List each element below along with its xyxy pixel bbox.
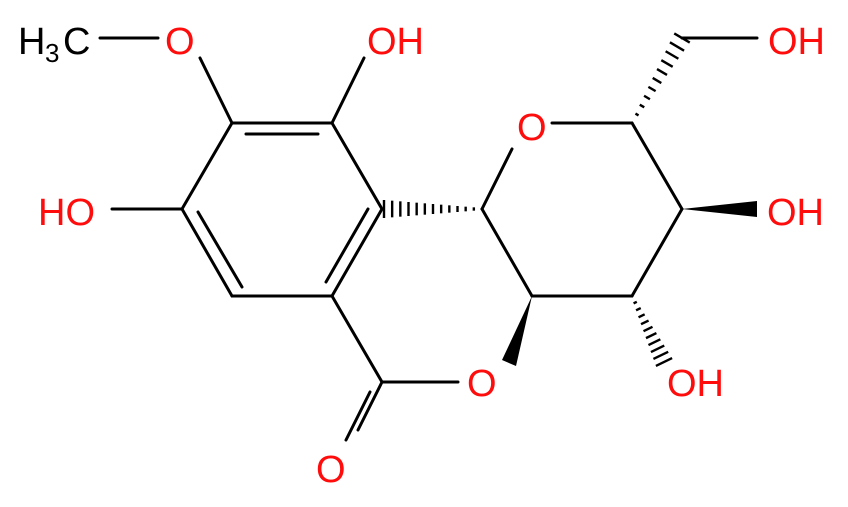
stereo-hash-c4-oh-hash-line [645, 331, 657, 340]
stereo-hash-c4-oh-hash-line [647, 338, 661, 347]
bond-c6a-c6 [330, 294, 384, 384]
stereo-bond-layer [382, 32, 757, 368]
hydroxyl-c4-label: OH [667, 363, 724, 405]
pyran-oxygen-label: O [517, 107, 547, 149]
stereo-hash-c4-oh-hash-line [630, 294, 634, 298]
stereo-hash-c4-oh-hash-line [640, 319, 650, 326]
stereo-hash-c2-ch2-hash-line [643, 94, 651, 101]
bond-c10a-c10 [330, 121, 384, 211]
stereo-hash-c2-ch2 [630, 32, 691, 125]
bond-c8-c7 [180, 207, 234, 298]
stereo-hash-c2-ch2-hash-line [634, 112, 640, 117]
bond-c10b-o-pyran [480, 147, 514, 211]
bond-c6-o-carbonyl-a [356, 380, 384, 432]
stereo-hash-c4-oh-hash-line [652, 350, 669, 361]
stereo-hash-c4-oh-hash-line [650, 344, 665, 354]
bond-c6a-c10a-inner [324, 207, 370, 284]
methyl-h-label: H [18, 21, 45, 63]
stereo-wedge-c4a-o [502, 296, 532, 366]
stereo-hash-c4-oh-hash-line [642, 325, 654, 333]
bond-c6a-c10a [330, 207, 384, 298]
stereo-hash-c4-oh-hash-line [633, 300, 638, 305]
bond-c3-c4 [630, 207, 684, 298]
methoxy-oxygen-label: O [165, 21, 195, 63]
bond-o-c9 [198, 56, 234, 125]
lactone-oxygen-label: O [467, 363, 497, 405]
carbonyl-oxygen-label: O [316, 449, 346, 491]
stereo-hash-c2-ch2-hash-line [660, 59, 674, 68]
stereo-wedge-c3-oh [682, 201, 757, 217]
stereo-hash-c2-ch2-hash-line [673, 32, 691, 44]
bond-c2-c3 [630, 121, 684, 211]
stereo-hash-c2-ch2-hash-line [665, 50, 679, 60]
bond-c4a-c10b [480, 207, 534, 298]
stereo-hash-c10b-c10a [382, 200, 484, 218]
stereo-hash-c2-ch2-hash-line [669, 41, 685, 52]
hydroxyl-c8-label: HO [38, 192, 95, 234]
hydroxymethyl-oh-label: OH [768, 21, 825, 63]
hydroxyl-c3-label: OH [767, 192, 824, 234]
bond-layer [98, 36, 759, 442]
stereo-hash-c2-ch2-hash-line [647, 85, 657, 93]
methyl-c-label: C [63, 21, 90, 63]
stereo-hash-c4-oh-hash-line [638, 313, 646, 319]
hydroxyl-c10-label: OH [367, 21, 424, 63]
stereo-hash-c4-oh-hash-line [635, 306, 642, 312]
stereo-hash-c4-oh [630, 294, 673, 368]
stereo-hash-c4-oh-hash-line [655, 356, 673, 368]
stereo-hash-c2-ch2-hash-line [630, 121, 634, 125]
methyl-subscript-label: 3 [45, 38, 59, 68]
stereo-hash-c2-ch2-hash-line [639, 103, 645, 109]
bond-c10-oh [330, 56, 366, 125]
stereo-hash-c2-ch2-hash-line [656, 68, 668, 76]
bond-c9-c8 [180, 121, 234, 211]
bond-c8-c7-inner [196, 210, 244, 289]
bond-c6-o-carbonyl-b [344, 390, 372, 442]
stereo-hash-c2-ch2-hash-line [652, 76, 662, 85]
